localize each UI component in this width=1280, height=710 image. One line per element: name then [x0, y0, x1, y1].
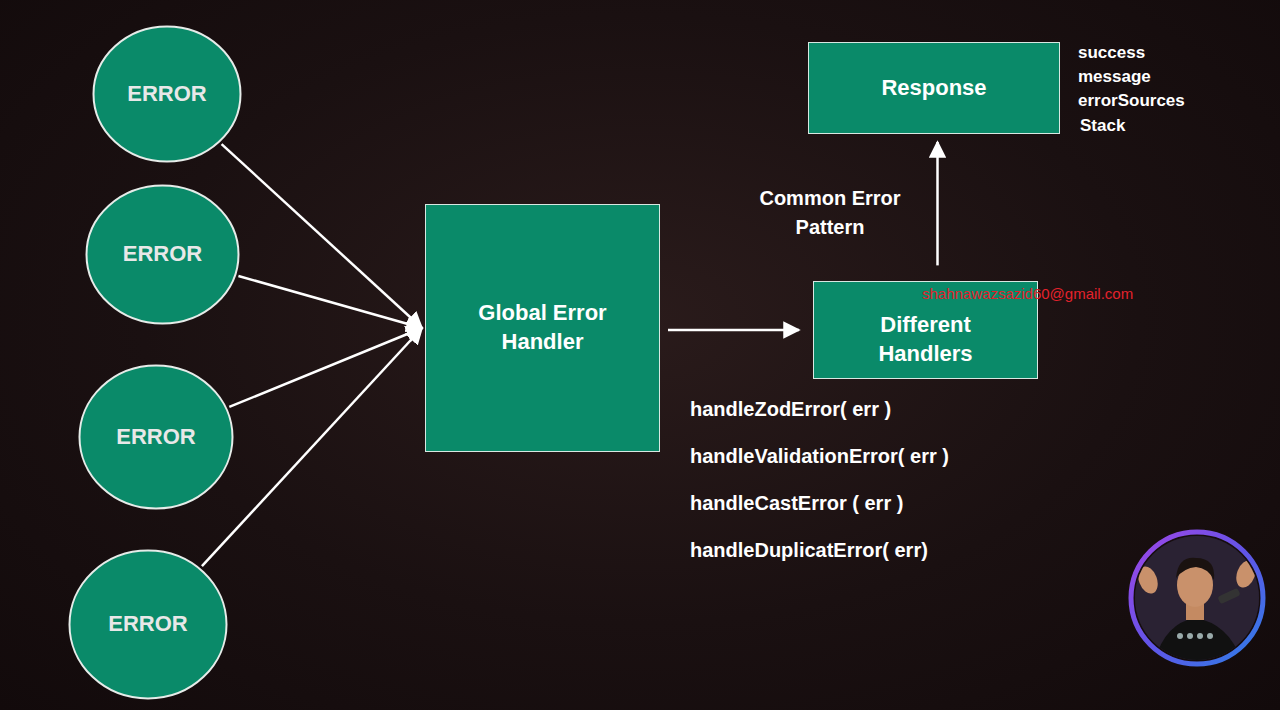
arrow-connector [668, 329, 799, 332]
field-name: message [1078, 67, 1151, 87]
node-text: ERROR [116, 423, 195, 452]
error-circle: ERROR [92, 25, 242, 163]
arrow-connector [936, 142, 939, 265]
edge-label: Common Error Pattern [745, 184, 915, 242]
arrow-connector [238, 276, 422, 328]
global-handler-box: Global Error Handler [425, 204, 660, 452]
circle-shape [70, 551, 227, 699]
error-circle: ERROR [85, 184, 240, 325]
handler-function: handleDuplicatError( err) [690, 539, 928, 562]
error-circle: ERROR [68, 549, 228, 700]
handler-function: handleCastError ( err ) [690, 492, 903, 515]
node-text: Different Handlers [851, 311, 1001, 368]
field-name: errorSources [1078, 91, 1185, 111]
error-circle: ERROR [78, 364, 234, 510]
arrow-connector [202, 328, 422, 566]
node-text: Response [881, 74, 986, 103]
handler-function: handleZodError( err ) [690, 398, 891, 421]
node-text: Global Error Handler [448, 299, 638, 356]
circle-shape [87, 186, 239, 324]
node-text: ERROR [127, 80, 206, 109]
node-text: ERROR [108, 610, 187, 639]
field-name: success [1078, 43, 1145, 63]
circle-shape [94, 27, 241, 162]
arrow-connector [222, 144, 422, 328]
circle-shape [80, 366, 233, 509]
watermark: shahnawazsazid60@gmail.com [922, 285, 1133, 302]
response-box: Response [808, 42, 1060, 134]
arrow-connector [229, 328, 422, 407]
handler-function: handleValidationError( err ) [690, 445, 949, 468]
node-text: ERROR [123, 240, 202, 269]
field-name: Stack [1080, 116, 1125, 136]
